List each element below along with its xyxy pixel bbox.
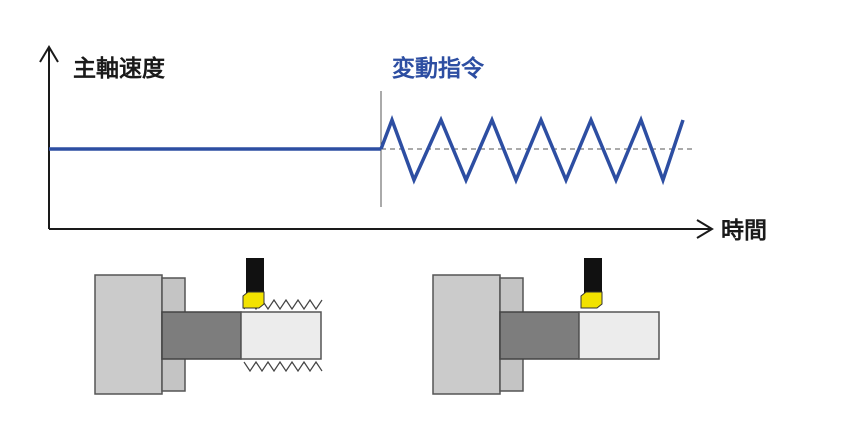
command-label: 変動指令 — [392, 55, 485, 82]
variable-speed-wave — [379, 114, 685, 186]
speed-graph: 主軸速度 時間 変動指令 — [39, 45, 767, 244]
y-axis-arrowhead — [39, 45, 59, 63]
chuck-body — [94, 274, 163, 395]
turning-diagram-smooth — [432, 258, 660, 395]
cutting-insert — [242, 291, 265, 309]
machined-workpiece-section — [499, 311, 580, 360]
chuck-body — [432, 274, 501, 395]
tool-holder — [584, 258, 602, 294]
raw-workpiece-section — [240, 311, 322, 360]
machined-workpiece-section — [161, 311, 242, 360]
y-axis-label: 主軸速度 — [73, 55, 166, 82]
turning-diagram-chatter — [94, 258, 323, 395]
cutting-insert — [580, 291, 603, 309]
tool-holder — [246, 258, 264, 294]
x-axis-arrowhead — [696, 219, 714, 239]
chatter-marks-bottom — [243, 360, 323, 373]
raw-workpiece-section — [578, 311, 660, 360]
x-axis-label: 時間 — [721, 218, 767, 244]
